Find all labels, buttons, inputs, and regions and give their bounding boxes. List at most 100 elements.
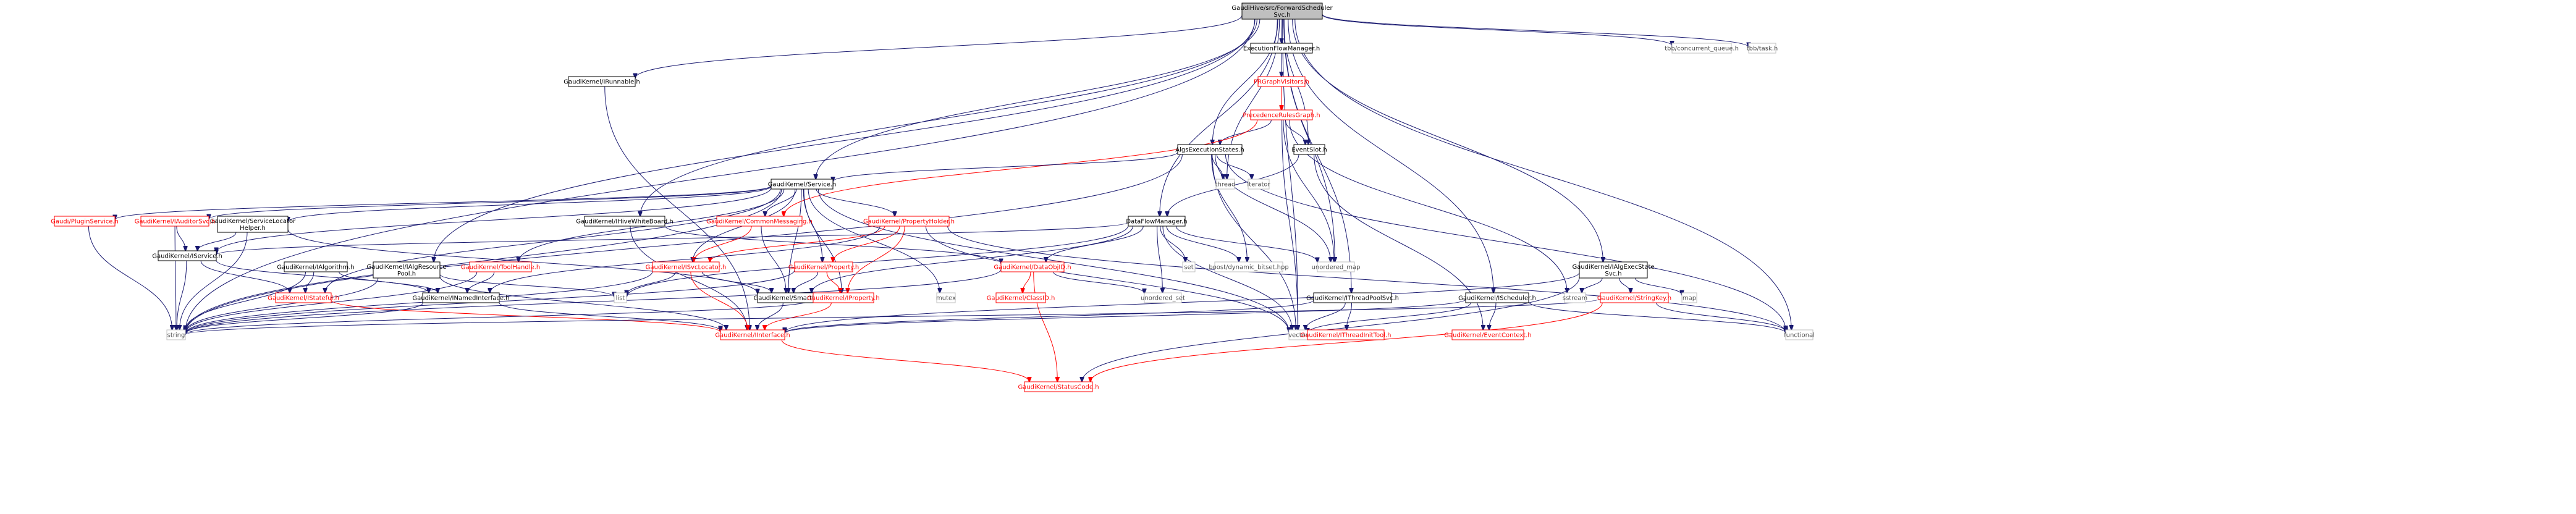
node-label: vector xyxy=(1288,332,1309,339)
node-class-id[interactable]: GaudiKernel/ClassID.h xyxy=(987,292,1055,303)
node-iinterface[interactable]: GaudiKernel/IInterface.h xyxy=(715,329,790,340)
edge-iinterface-to-status_code xyxy=(781,339,1029,382)
node-label: thread xyxy=(1215,182,1236,188)
node-ialgorithm[interactable]: GaudiKernel/IAlgorithm.h xyxy=(277,261,355,272)
node-label: GaudiHive/src/ForwardScheduler xyxy=(1231,5,1333,12)
edge-property_holder-to-iproperty xyxy=(848,225,905,293)
node-label: AlgsExecutionStates.h xyxy=(1175,147,1244,154)
node-label: map xyxy=(1683,295,1696,302)
node-label: GaudiKernel/EventContext.h xyxy=(1444,332,1531,339)
node-label: Gaudi/PluginService.h xyxy=(51,219,119,225)
edge-root-to-string xyxy=(185,19,1256,332)
node-data-obj-id[interactable]: GaudiKernel/DataObjID.h xyxy=(994,261,1071,272)
node-ithread-init-tool[interactable]: GaudiKernel/IThreadInitTool.h xyxy=(1301,329,1391,340)
node-label: GaudiKernel/IInterface.h xyxy=(715,332,790,339)
node-data-flow-manager[interactable]: DataFlowManager.h xyxy=(1126,216,1188,227)
node-box xyxy=(373,261,441,279)
node-irunnable[interactable]: GaudiKernel/IRunnable.h xyxy=(564,76,640,87)
node-pr-graph-visitors[interactable]: PRGraphVisitors.h xyxy=(1254,76,1309,87)
edge-root-to-algs_exec_states xyxy=(1212,19,1278,145)
edge-root-to-functional xyxy=(1294,19,1791,330)
node-event-slot[interactable]: EventSlot.h xyxy=(1291,144,1327,155)
node-box xyxy=(158,250,217,261)
node-box xyxy=(1293,144,1325,155)
node-label: GaudiKernel/IScheduler.h xyxy=(1458,295,1536,302)
edge-isvc_locator-to-list xyxy=(627,271,676,295)
node-string-key[interactable]: GaudiKernel/StringKey.h xyxy=(1597,292,1671,303)
node-label: Pool.h xyxy=(397,271,416,277)
edge-property_holder-to-isvc_locator xyxy=(710,225,885,262)
node-isvc-locator[interactable]: GaudiKernel/ISvcLocator.h xyxy=(646,261,727,272)
edge-ialgorithm-to-string xyxy=(185,271,306,331)
edge-iproperty-to-iinterface xyxy=(765,302,832,330)
node-box xyxy=(716,216,803,227)
edge-iauditor_svc-to-iservice xyxy=(176,225,185,251)
node-algs-exec-states[interactable]: AlgsExecutionStates.h xyxy=(1175,144,1244,155)
node-box xyxy=(868,216,950,227)
node-ithread-pool-svc[interactable]: GaudiKernel/IThreadPoolSvc.h xyxy=(1306,292,1399,303)
node-string: string xyxy=(166,329,186,340)
edge-data_flow_manager-to-unordered_set xyxy=(1157,225,1163,293)
edge-root-to-tbb_cq xyxy=(1322,14,1672,46)
node-iservice[interactable]: GaudiKernel/IService.h xyxy=(152,250,222,261)
edge-root-to-tbb_task xyxy=(1322,14,1749,47)
node-common-messaging[interactable]: GaudiKernel/CommonMessaging.h xyxy=(706,216,813,227)
node-label: GaudiKernel/StatusCode.h xyxy=(1018,384,1099,391)
node-status-code[interactable]: GaudiKernel/StatusCode.h xyxy=(1018,381,1099,392)
edge-plugin_service-to-string xyxy=(88,225,172,330)
node-label: Svc.h xyxy=(1273,12,1290,19)
node-label: functional xyxy=(1784,332,1815,339)
node-list: list xyxy=(614,292,627,303)
node-set: set xyxy=(1182,261,1196,272)
node-itool-handle[interactable]: GaudiKernel/ToolHandle.h xyxy=(461,261,540,272)
edge-service_locator_helper-to-iservice xyxy=(198,232,237,251)
edge-ialg_exec_state_svc-to-map xyxy=(1635,277,1682,295)
node-event-context[interactable]: GaudiKernel/EventContext.h xyxy=(1444,329,1532,340)
node-box xyxy=(720,329,785,340)
node-unordered-map: unordered_map xyxy=(1312,261,1360,272)
edge-service_locator_helper-to-string xyxy=(180,232,248,330)
node-label: unordered_set xyxy=(1141,295,1185,302)
edge-ialg_resource_pool-to-string xyxy=(185,277,379,332)
node-box xyxy=(1182,261,1196,272)
node-property-holder[interactable]: GaudiKernel/PropertyHolder.h xyxy=(863,216,955,227)
edge-data_obj_id-to-class_id xyxy=(1023,271,1031,293)
node-box xyxy=(652,261,720,272)
node-label: GaudiKernel/INamedInterface.h xyxy=(412,295,509,302)
node-label: GaudiKernel/IAuditorSvc.h xyxy=(135,219,216,225)
edge-ithread_pool_svc-to-vector xyxy=(1306,302,1346,330)
node-label: GaudiKernel/IAlgExecState xyxy=(1572,264,1654,271)
edge-data_flow_manager-to-iservice xyxy=(216,222,1129,255)
node-label: GaudiKernel/DataObjID.h xyxy=(994,264,1071,271)
node-iproperty[interactable]: GaudiKernel/IProperty.h xyxy=(807,292,880,303)
edge-service-to-smartif xyxy=(788,188,802,293)
node-iauditor-svc[interactable]: GaudiKernel/IAuditorSvc.h xyxy=(135,216,216,227)
node-box xyxy=(166,329,186,340)
node-box xyxy=(469,261,532,272)
node-istateful[interactable]: GaudiKernel/IStateful.h xyxy=(268,292,339,303)
node-exec-flow[interactable]: ExecutionFlowManager.h xyxy=(1243,43,1320,54)
node-ihive-whiteboard[interactable]: GaudiKernel/IHiveWhiteBoard.h xyxy=(576,216,674,227)
node-label: GaudiKernel/IRunnable.h xyxy=(564,79,640,86)
node-box xyxy=(1317,261,1355,272)
edge-ithread_pool_svc-to-iinterface xyxy=(785,300,1314,333)
edge-common_messaging-to-isvc_locator xyxy=(694,225,752,262)
node-tbb-cq: tbb/concurrent_queue.h xyxy=(1665,43,1739,54)
node-property[interactable]: GaudiKernel/Property.h xyxy=(788,261,859,272)
node-precedence-rules[interactable]: PrecedenceRulesGraph.h xyxy=(1243,109,1320,120)
node-ischeduler[interactable]: GaudiKernel/IScheduler.h xyxy=(1458,292,1536,303)
node-box xyxy=(1313,292,1392,303)
edge-algs_exec_states-to-iterator xyxy=(1216,154,1251,179)
node-mutex: mutex xyxy=(936,292,956,303)
node-service[interactable]: GaudiKernel/Service.h xyxy=(768,179,837,190)
edge-root-to-ialg_exec_state_svc xyxy=(1292,19,1603,262)
node-plugin-service[interactable]: Gaudi/PluginService.h xyxy=(51,216,119,227)
node-label: GaudiKernel/IThreadPoolSvc.h xyxy=(1306,295,1399,302)
node-box xyxy=(936,292,956,303)
node-inamed-interface[interactable]: GaudiKernel/INamedInterface.h xyxy=(412,292,510,303)
edge-ialg_exec_state_svc-to-sstream xyxy=(1582,277,1603,293)
